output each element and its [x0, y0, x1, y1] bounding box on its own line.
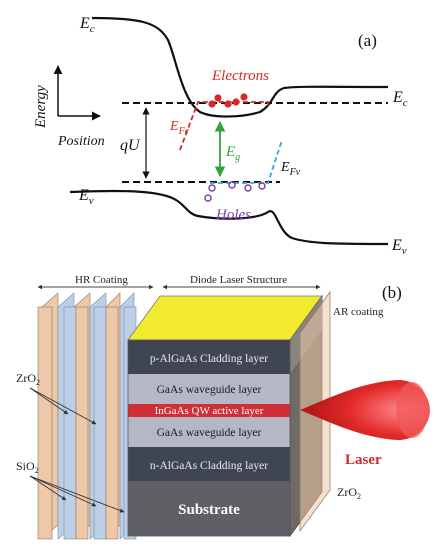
sio2-arrow — [29, 475, 125, 513]
band-diagram-panel: (a) Ec Ec Ev Ev Energy Position qU Eg EF… — [33, 15, 408, 257]
electron-dot — [232, 98, 240, 106]
zro2-plate-front — [105, 306, 119, 540]
laser-beam-cone — [300, 380, 430, 440]
substrate-layer — [128, 481, 290, 536]
cladding-layer-p — [128, 340, 290, 374]
ar-coating-label: AR coating — [333, 306, 384, 318]
ev-right-label: Ev — [391, 237, 407, 257]
ev-left-label: Ev — [78, 187, 94, 207]
waveguide-layer-bottom — [128, 417, 290, 447]
electrons-label: Electrons — [211, 68, 269, 84]
electron-dot — [224, 100, 232, 108]
zro2-arrow — [29, 387, 69, 415]
laser-beam-end — [396, 382, 428, 438]
layer-label: InGaAs QW active layer — [155, 405, 264, 417]
cladding-layer-n — [128, 447, 290, 481]
qu-label: qU — [120, 137, 141, 154]
layer-label: Substrate — [178, 502, 240, 518]
electron-dot — [208, 100, 216, 108]
efc-red-dashed — [179, 101, 269, 151]
zro2-left-label: ZrO2 — [16, 371, 40, 387]
hole-circles — [204, 181, 266, 202]
electron-dot — [240, 93, 248, 101]
hole-circle — [244, 184, 252, 192]
panel-b-label: (b) — [382, 283, 402, 302]
position-axis-label: Position — [57, 134, 105, 149]
zro2-plate-front — [75, 306, 89, 540]
hole-circle — [258, 182, 266, 190]
ec-right-label: Ec — [392, 89, 408, 109]
diode-block: p-AlGaAs Cladding layer GaAs waveguide l… — [127, 294, 323, 538]
holes-label: Holes — [215, 207, 251, 223]
hole-circle — [208, 184, 216, 192]
hr-coating-label: HR Coating — [75, 274, 128, 286]
hole-circle — [204, 194, 212, 202]
sio2-left-label: SiO2 — [16, 459, 39, 475]
conduction-band-curve — [91, 16, 389, 118]
waveguide-layer-top — [128, 374, 290, 404]
electron-dots — [208, 93, 248, 108]
electron-dot — [214, 94, 222, 102]
sio2-arrow — [29, 475, 67, 501]
top-contact-face — [127, 295, 323, 341]
zro2-plate-front — [37, 306, 53, 540]
energy-axis-label: Energy — [33, 85, 49, 129]
sio2-arrow — [29, 475, 97, 507]
layer-label: p-AlGaAs Cladding layer — [150, 353, 268, 365]
efv-label: EFv — [280, 160, 301, 178]
layer-label: GaAs waveguide layer — [157, 384, 262, 396]
layer-label: n-AlGaAs Cladding layer — [150, 460, 268, 472]
laser-beam — [300, 380, 430, 440]
valence-band-curve — [69, 189, 389, 246]
panel-a-label: (a) — [358, 31, 377, 50]
eg-label: Eg — [225, 144, 240, 163]
active-layer — [128, 404, 290, 417]
ec-left-label: Ec — [79, 15, 95, 35]
hole-circle — [228, 181, 236, 189]
zro2-right-label: ZrO2 — [337, 485, 361, 501]
laser-label: Laser — [345, 452, 382, 468]
efc-label: EFc — [169, 119, 190, 137]
sio2-plate-front — [63, 306, 77, 540]
diode-front-outline — [127, 339, 291, 537]
laser-structure-panel: (b) HR Coating Diode Laser Structure — [16, 274, 430, 540]
layer-label: GaAs waveguide layer — [157, 427, 262, 439]
zro2-arrow — [29, 387, 97, 425]
diode-structure-label: Diode Laser Structure — [190, 274, 287, 286]
